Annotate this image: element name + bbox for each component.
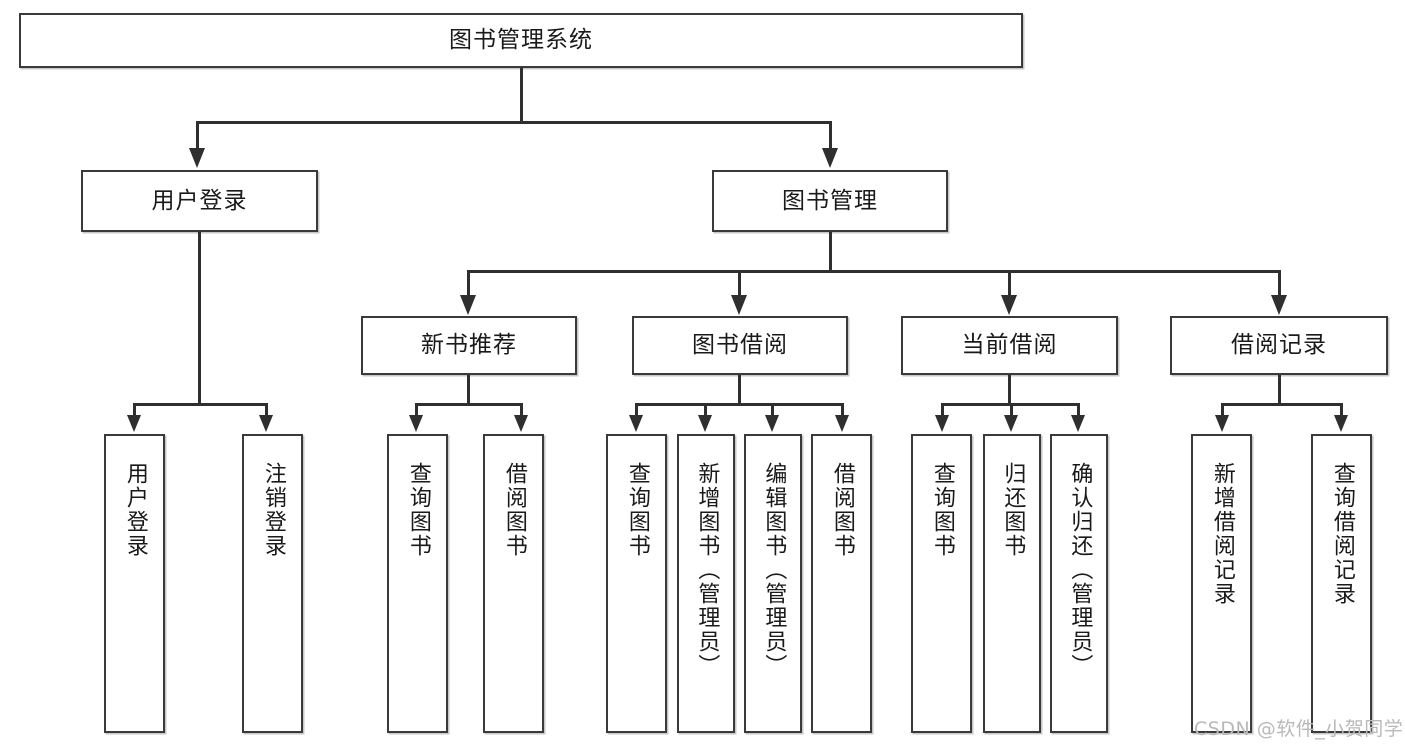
- connector-book-to-current: [1008, 270, 1011, 295]
- leaf-label: 查询图书: [405, 462, 431, 558]
- node-book-borrow[interactable]: 图书借阅: [632, 316, 848, 375]
- connector-book-to-borrow: [738, 270, 741, 295]
- leaf-label: 注销登录: [260, 462, 286, 558]
- arrow-book-to-borrow: [731, 295, 747, 315]
- node-label: 图书管理系统: [449, 27, 593, 53]
- connector-record-stem: [1278, 375, 1281, 405]
- leaf-query-book-borrow[interactable]: 查询图书: [606, 434, 667, 733]
- leaf-return-book[interactable]: 归还图书: [983, 434, 1041, 733]
- node-current-borrow[interactable]: 当前借阅: [901, 316, 1118, 375]
- connector-new-l2: [520, 403, 523, 415]
- connector-borrow-l4: [841, 403, 844, 415]
- leaf-label: 新增借阅记录: [1209, 462, 1235, 606]
- connector-current-stem: [1008, 375, 1011, 405]
- leaf-query-borrow-record[interactable]: 查询借阅记录: [1311, 434, 1372, 733]
- connector-current-l2: [1010, 403, 1013, 415]
- arrow-new-leaf-1: [409, 415, 423, 432]
- node-root-system[interactable]: 图书管理系统: [19, 13, 1023, 68]
- connector-user-stem: [198, 232, 201, 405]
- arrow-current-leaf-3: [1071, 415, 1085, 432]
- leaf-borrow-book-recommend[interactable]: 借阅图书: [483, 434, 544, 733]
- connector-user-bus: [133, 403, 268, 406]
- leaf-edit-book-admin[interactable]: 编辑图书（管理员）: [744, 434, 802, 733]
- arrow-user-leaf-2: [259, 415, 273, 432]
- connector-user-right: [265, 403, 268, 415]
- arrow-current-leaf-2: [1004, 415, 1018, 432]
- connector-borrow-bus: [635, 403, 844, 406]
- connector-root-to-book: [829, 121, 832, 148]
- connector-record-l2: [1340, 403, 1343, 415]
- node-new-book-recommend[interactable]: 新书推荐: [361, 316, 577, 375]
- node-label: 用户登录: [151, 187, 248, 214]
- arrow-borrow-leaf-1: [629, 415, 643, 432]
- arrow-record-leaf-1: [1215, 415, 1229, 432]
- leaf-label: 借阅图书: [829, 462, 855, 558]
- connector-book-bus: [467, 270, 1281, 273]
- connector-record-l1: [1221, 403, 1224, 415]
- arrow-current-leaf-1: [935, 415, 949, 432]
- connector-book-stem: [829, 232, 832, 272]
- connector-book-to-record: [1278, 270, 1281, 295]
- connector-root-bus: [196, 121, 832, 124]
- connector-new-stem: [467, 375, 470, 405]
- leaf-label: 查询借阅记录: [1329, 462, 1355, 606]
- connector-book-to-new: [467, 270, 470, 295]
- connector-borrow-stem: [738, 375, 741, 405]
- leaf-label: 查询图书: [624, 462, 650, 558]
- arrow-book-to-current: [1001, 295, 1017, 315]
- arrow-borrow-leaf-3: [765, 415, 779, 432]
- leaf-label: 借阅图书: [501, 462, 527, 558]
- connector-borrow-l3: [771, 403, 774, 415]
- arrow-user-leaf-1: [127, 415, 141, 432]
- leaf-label: 确认归还（管理员）: [1067, 462, 1093, 678]
- leaf-query-book-current[interactable]: 查询图书: [911, 434, 972, 733]
- arrow-borrow-leaf-2: [698, 415, 712, 432]
- leaf-label: 新增图书（管理员）: [694, 462, 720, 678]
- connector-user-left: [133, 403, 136, 415]
- arrow-record-leaf-2: [1334, 415, 1348, 432]
- connector-borrow-l1: [635, 403, 638, 415]
- connector-new-l1: [415, 403, 418, 415]
- leaf-user-login[interactable]: 用户登录: [104, 434, 165, 733]
- node-label: 图书管理: [782, 187, 878, 214]
- leaf-add-book-admin[interactable]: 新增图书（管理员）: [677, 434, 735, 733]
- node-label: 借阅记录: [1231, 332, 1327, 358]
- leaf-add-borrow-record[interactable]: 新增借阅记录: [1191, 434, 1252, 733]
- leaf-query-book-recommend[interactable]: 查询图书: [387, 434, 448, 733]
- connector-root-stem: [520, 68, 523, 123]
- leaf-label: 查询图书: [929, 462, 955, 558]
- leaf-label: 用户登录: [122, 462, 148, 558]
- arrow-borrow-leaf-4: [835, 415, 849, 432]
- node-borrow-record[interactable]: 借阅记录: [1170, 316, 1388, 375]
- connector-current-l3: [1077, 403, 1080, 415]
- leaf-confirm-return-admin[interactable]: 确认归还（管理员）: [1050, 434, 1108, 733]
- connector-root-to-user: [196, 121, 199, 148]
- leaf-label: 编辑图书（管理员）: [761, 462, 787, 678]
- connector-borrow-l2: [704, 403, 707, 415]
- node-label: 当前借阅: [961, 332, 1058, 358]
- leaf-borrow-book[interactable]: 借阅图书: [811, 434, 872, 733]
- arrow-book-to-new: [460, 295, 476, 315]
- connector-record-bus: [1221, 403, 1343, 406]
- arrow-root-to-user: [189, 148, 205, 168]
- arrow-root-to-book: [822, 148, 838, 168]
- node-label: 新书推荐: [421, 332, 517, 358]
- node-label: 图书借阅: [692, 332, 788, 358]
- arrow-book-to-record: [1271, 295, 1287, 315]
- connector-current-l1: [941, 403, 944, 415]
- node-user-login[interactable]: 用户登录: [81, 170, 318, 232]
- leaf-logout[interactable]: 注销登录: [242, 434, 303, 733]
- leaf-label: 归还图书: [1000, 462, 1026, 558]
- node-book-management[interactable]: 图书管理: [712, 170, 948, 232]
- arrow-new-leaf-2: [514, 415, 528, 432]
- connector-new-bus: [415, 403, 523, 406]
